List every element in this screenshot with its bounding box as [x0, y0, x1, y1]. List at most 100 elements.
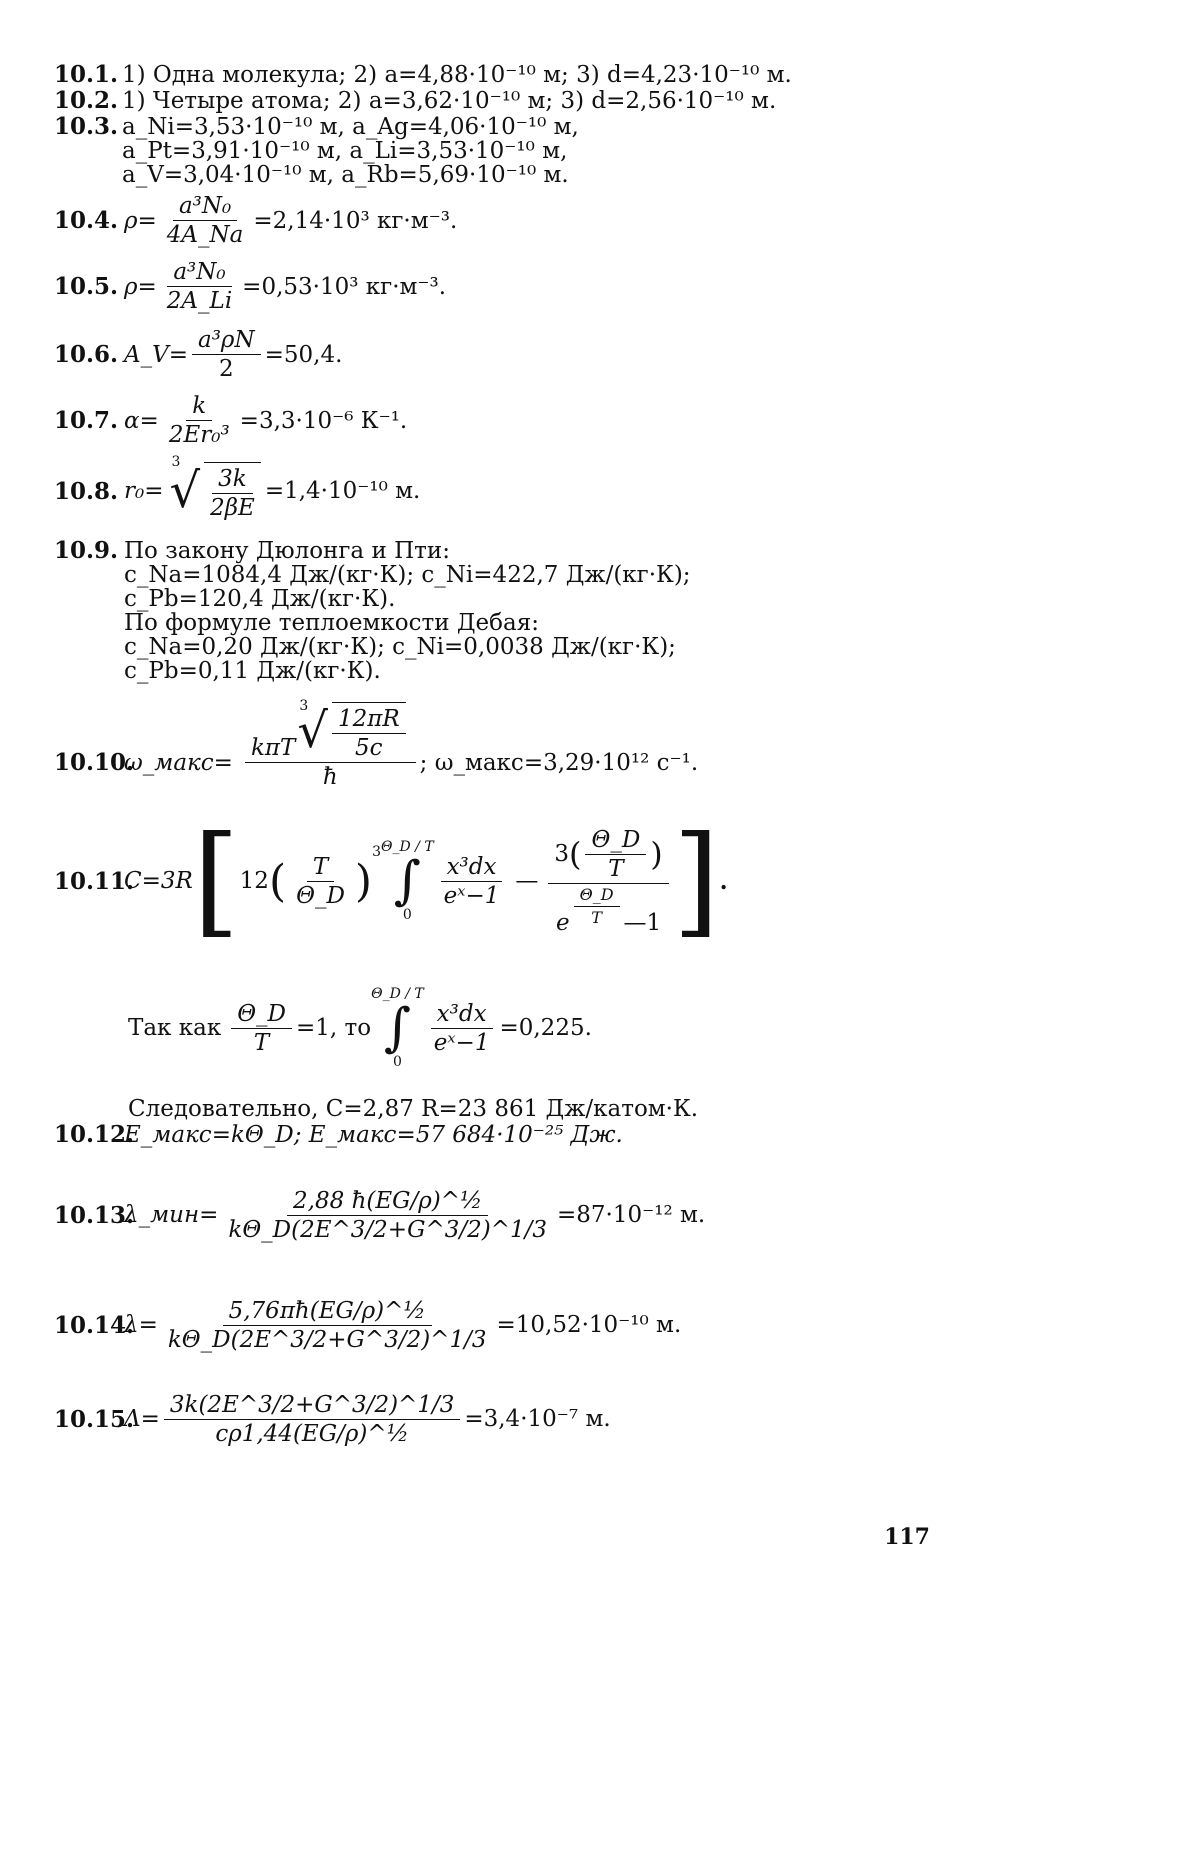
equation-rhs: =0,53·10³ кг·м⁻³. [242, 273, 447, 300]
denominator: cρ1,44(EG/ρ)^½ [215, 1420, 409, 1447]
answer-text: c_Pb=120,4 Дж/(кг·К). [124, 586, 396, 612]
numerator: a³N₀ [172, 194, 238, 221]
denominator: 2 [218, 356, 234, 382]
answer-number: 10.1. [54, 61, 119, 88]
lower-limit: 0 [392, 1054, 402, 1070]
right-paren: ) [650, 835, 663, 873]
answer-number: 10.13. [54, 1201, 135, 1229]
equation-lhs: ρ= [124, 273, 157, 300]
answer-number: 10.9. [54, 537, 119, 564]
answer-text: c_Na=1084,4 Дж/(кг·К); c_Ni=422,7 Дж/(кг… [124, 562, 691, 588]
numerator: T [306, 855, 335, 882]
equation-lhs: λ= [124, 1312, 158, 1338]
integral: Θ_D / T ∫ 0 [381, 839, 434, 923]
answer-number: 10.11. [54, 867, 135, 895]
equation-rhs: =3,3·10⁻⁶ К⁻¹. [239, 407, 408, 434]
numerator: Θ_D [573, 885, 620, 907]
answer-number: 10.8. [54, 477, 119, 505]
denominator: 5c [355, 734, 383, 761]
answer-number: 10.12. [54, 1121, 135, 1148]
root-index: 3 [299, 697, 309, 714]
answer-text: a_Pt=3,91·10⁻¹⁰ м, a_Li=3,53·10⁻¹⁰ м, [122, 138, 568, 164]
note-text: =1, то [296, 1015, 372, 1041]
lower-limit: 0 [402, 907, 412, 923]
denominator: 2βE [210, 495, 255, 521]
upper-limit: Θ_D / T [381, 839, 434, 855]
numerator: k [186, 394, 213, 421]
numerator: 3k [212, 467, 253, 494]
denominator: Θ_D [296, 882, 345, 909]
numerator: 12πR [331, 707, 406, 734]
left-paren: ( [268, 855, 287, 907]
integral: Θ_D / T ∫ 0 [371, 986, 424, 1070]
answer-text: c_Na=0,20 Дж/(кг·К); c_Ni=0,0038 Дж/(кг·… [124, 634, 676, 660]
equation-rhs: =87·10⁻¹² м. [557, 1202, 706, 1228]
equation-lhs: λ_мин= [124, 1202, 219, 1228]
right-bracket: ] [672, 811, 720, 950]
radical-sign: √ [297, 702, 328, 759]
answer-text: a_Ni=3,53·10⁻¹⁰ м, a_Ag=4,06·10⁻¹⁰ м, [122, 114, 579, 140]
answer-text: c_Pb=0,11 Дж/(кг·К). [124, 658, 381, 684]
page-number: 117 [884, 1524, 930, 1550]
equation-lhs: ω_макс= [124, 750, 233, 776]
equation-lhs: C=3R [124, 868, 193, 894]
book-page: 10.1. 1) Одна молекула; 2) a=4,88·10⁻¹⁰ … [54, 61, 930, 1551]
equation-lhs: ρ= [124, 207, 157, 234]
answer-text: Следовательно, C=2,87 R=23 861 Дж/катом·… [128, 1096, 699, 1122]
answer-number: 10.14. [54, 1311, 135, 1339]
numerator: x³dx [440, 855, 503, 882]
equation-lhs: Λ= [124, 1406, 160, 1432]
answer-number: 10.5. [54, 273, 119, 300]
period: . [719, 867, 728, 895]
left-bracket: [ [192, 811, 240, 950]
answer-text: 1) Четыре атома; 2) a=3,62·10⁻¹⁰ м; 3) d… [122, 88, 777, 114]
numerator: a³N₀ [167, 260, 232, 287]
denominator: eˣ−1 [433, 1029, 490, 1056]
equation-rhs: =2,14·10³ кг·м⁻³. [253, 207, 458, 234]
denominator: kΘ_D(2E^3/2+G^3/2)^1/3 [167, 1326, 487, 1353]
right-paren: ) [354, 855, 373, 907]
answer-text: По формуле теплоемкости Дебая: [124, 610, 539, 636]
numerator: 5,76πħ(EG/ρ)^½ [222, 1299, 432, 1326]
answer-text: E_макс=kΘ_D; E_макс=57 684·10⁻²⁵ Дж. [124, 1122, 623, 1148]
numerator: x³dx [430, 1002, 493, 1029]
minus-one: —1 [623, 909, 662, 936]
equation-lhs: r₀= [124, 478, 164, 504]
integral-sign: ∫ [383, 998, 411, 1058]
denominator: 2A_Li [166, 288, 233, 314]
answer-text: По закону Дюлонга и Пти: [124, 538, 450, 564]
equation-rhs: =3,4·10⁻⁷ м. [464, 1406, 611, 1432]
equation-rhs: ; ω_макс=3,29·10¹² с⁻¹. [419, 750, 699, 776]
answer-number: 10.15. [54, 1405, 135, 1433]
denominator: kΘ_D(2E^3/2+G^3/2)^1/3 [228, 1216, 547, 1243]
answer-number: 10.7. [54, 407, 119, 434]
numerator: Θ_D [585, 828, 647, 855]
answer-number: 10.6. [54, 341, 119, 368]
upper-limit: Θ_D / T [371, 986, 424, 1002]
equation-lhs: A_V= [124, 341, 188, 368]
answer-text: a_V=3,04·10⁻¹⁰ м, a_Rb=5,69·10⁻¹⁰ м. [122, 162, 569, 188]
radical-sign: √ [169, 463, 201, 519]
integral-sign: ∫ [393, 851, 421, 911]
denominator: ħ [322, 763, 338, 790]
coefficient: 12 [239, 868, 269, 894]
denominator: T [253, 1029, 270, 1056]
